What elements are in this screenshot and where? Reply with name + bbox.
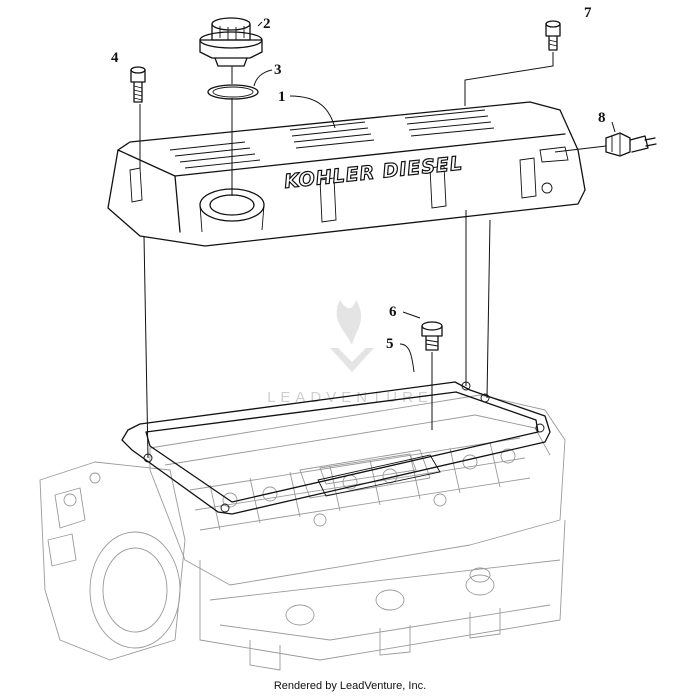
callout-7: 7 [584,5,592,21]
callout-labels: 1 2 3 4 5 6 7 8 [111,5,606,352]
part-5-valve-cover-gasket [121,381,551,515]
part-3-o-ring [207,84,259,100]
callout-leaders [253,21,616,373]
part-7-bolt [545,20,561,51]
leadventure-watermark: LEADVENTURE [267,300,428,406]
part-4-bolt [130,66,146,103]
part-1-valve-cover: KOHLER DIESEL [107,101,586,247]
alignment-lines [139,52,607,459]
callout-8: 8 [598,110,606,126]
callout-4: 4 [111,50,119,66]
part-8-sensor [605,132,657,157]
callout-6: 6 [389,304,397,320]
footer-credit: Rendered by LeadVenture, Inc. [273,680,427,692]
callout-1: 1 [278,89,286,105]
cover-brand-text: KOHLER DIESEL [283,152,464,193]
engine-block [39,394,566,671]
callout-5: 5 [386,336,394,352]
part-2-oil-fill-cap [199,17,263,67]
callout-2: 2 [263,16,271,32]
callout-3: 3 [274,62,282,78]
part-6-fitting [421,321,443,351]
